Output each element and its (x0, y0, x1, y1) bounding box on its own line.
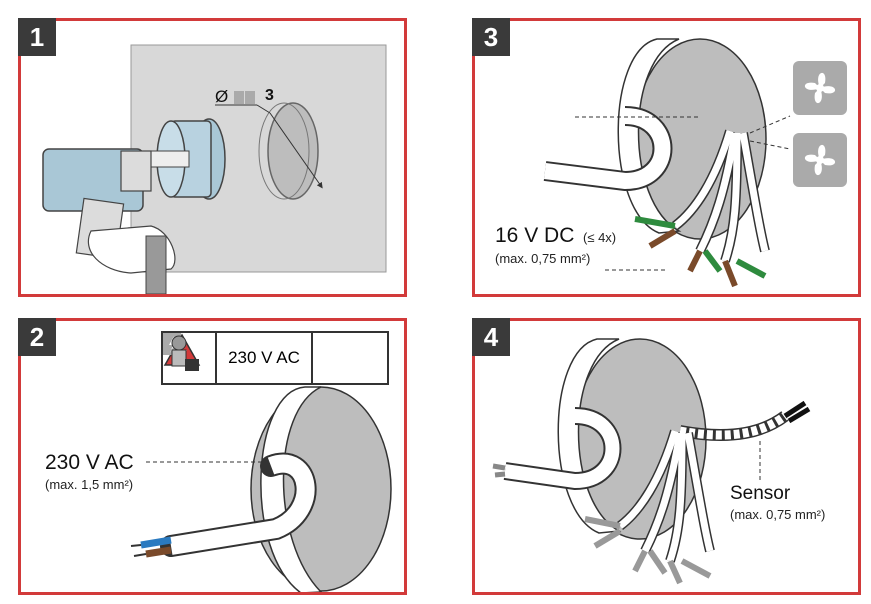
brown-wire (145, 546, 172, 558)
electrician-icon (171, 333, 383, 383)
book-reference: 3 (265, 87, 274, 104)
fan-icon (793, 61, 847, 115)
panel-step-4: 4 Sensor (max. 0,75 mm²) (472, 318, 861, 595)
wire-spec: (max. 0,75 mm²) (730, 507, 826, 522)
step-number: 1 (18, 18, 56, 56)
panel-3-illustration (543, 38, 847, 288)
book-icon (234, 91, 255, 104)
panel-step-3: 3 16 V DC (≤ 4x) (max. 0,75 mm²) (472, 18, 861, 297)
step-number: 4 (472, 318, 510, 356)
voltage-label: 230 V AC (45, 451, 134, 474)
wire-count: (≤ 4x) (583, 230, 617, 245)
wire-spec: (max. 1,5 mm²) (45, 477, 134, 492)
wall-hole (267, 102, 319, 200)
hole-diameter-label: Ø (215, 87, 229, 106)
safety-warning-box: 230 V AC (161, 331, 389, 385)
panel-4-illustration (492, 338, 811, 585)
blue-wire (140, 536, 172, 549)
panel-step-2: 2 230 V AC 230 V AC (max. 1,5 mm²) (18, 318, 407, 595)
step-number: 3 (472, 18, 510, 56)
voltage-label: 16 V DC (495, 224, 575, 247)
wire-spec: (max. 0,75 mm²) (495, 251, 591, 266)
sensor-label: Sensor (730, 483, 791, 504)
step-number: 2 (18, 318, 56, 356)
drill-icon (42, 148, 176, 294)
voltage-icon-label: 230 V AC (228, 348, 300, 367)
panel-2-illustration (130, 386, 392, 592)
fan-icon (793, 133, 847, 187)
panel-1-illustration (42, 44, 387, 294)
panel-step-1: 1 Ø 3 (18, 18, 407, 297)
